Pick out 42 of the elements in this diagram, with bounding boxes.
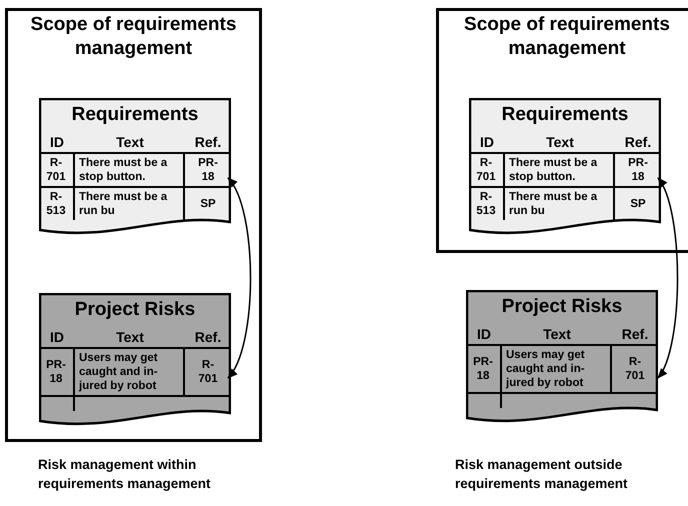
table-cell-text: R- 701 bbox=[475, 156, 497, 184]
table-cell-text: R- 513 bbox=[45, 190, 67, 218]
table-cell-text: PR- 18 bbox=[627, 156, 649, 184]
table-cell-text: Users may get caught and in- jured by robot bbox=[79, 351, 159, 393]
table-title: Requirements bbox=[502, 102, 628, 127]
table-cell-text: There must be a run bu bbox=[79, 190, 168, 218]
table-cell-text: R- 701 bbox=[45, 156, 67, 184]
double-arrow bbox=[657, 177, 678, 379]
column-header: Ref. bbox=[624, 132, 652, 152]
table-cell-text: PR- 18 bbox=[45, 358, 67, 386]
column-header: ID bbox=[480, 132, 494, 152]
scope-frame bbox=[436, 8, 688, 253]
scope-frame bbox=[5, 8, 262, 442]
table-title: Requirements bbox=[72, 102, 198, 127]
table-cell-text: PR- 18 bbox=[472, 355, 494, 383]
column-header: Ref. bbox=[194, 132, 222, 152]
column-header: Ref. bbox=[622, 324, 648, 344]
table-cell: SP bbox=[200, 197, 216, 211]
table-cell: SP bbox=[630, 197, 646, 211]
column-header: Text bbox=[543, 324, 571, 344]
table-cell-text: There must be a stop button. bbox=[79, 156, 168, 184]
caption: Risk management within requirements management bbox=[38, 456, 212, 493]
caption: Risk management outside requirements management bbox=[455, 456, 629, 493]
table-cell-text: There must be a run bu bbox=[509, 190, 598, 218]
table-cell-text: Users may get caught and in- jured by robot bbox=[506, 348, 586, 390]
column-header: Text bbox=[116, 328, 144, 346]
column-header: Text bbox=[116, 132, 144, 152]
column-header: Ref. bbox=[194, 328, 222, 346]
table-cell-text: PR- 18 bbox=[197, 156, 219, 184]
column-header: ID bbox=[50, 132, 64, 152]
table-cell-text: R- 701 bbox=[624, 355, 646, 383]
frame-heading: Scope of requirements management bbox=[30, 13, 238, 61]
frame-heading: Scope of requirements management bbox=[463, 13, 671, 61]
table-cell-text: There must be a stop button. bbox=[509, 156, 598, 184]
column-header: ID bbox=[50, 328, 64, 346]
double-arrow bbox=[227, 177, 252, 379]
table-title: Project Risks bbox=[74, 298, 196, 322]
table-cell-text: R- 513 bbox=[475, 190, 497, 218]
column-header: ID bbox=[477, 324, 491, 344]
table-title: Project Risks bbox=[502, 294, 622, 319]
table-cell-text: R- 701 bbox=[197, 358, 219, 386]
column-header: Text bbox=[546, 132, 574, 152]
